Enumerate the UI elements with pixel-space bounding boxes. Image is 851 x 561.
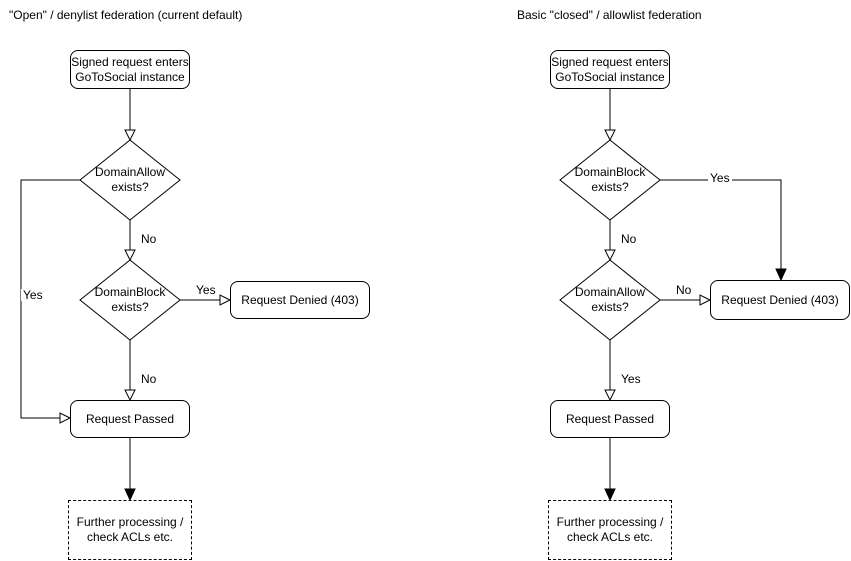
left-decision1-diamond <box>79 139 181 221</box>
right-edge-decision2-yes <box>604 340 616 402</box>
left-decision2-diamond <box>79 259 181 341</box>
right-edge-decision1-yes <box>660 179 787 282</box>
right-edge-decision1-no <box>604 220 616 262</box>
right-decision2-no-label: No <box>676 283 692 297</box>
right-edge-decision2-no <box>660 294 712 306</box>
right-further-node: Further processing / check ACLs etc. <box>548 500 672 560</box>
left-decision2-yes-label: Yes <box>196 283 216 297</box>
left-decision2-no-label: No <box>141 372 157 386</box>
left-edge-start-to-decision1 <box>124 89 136 142</box>
left-edge-decision2-yes <box>180 294 232 306</box>
right-decision2-diamond <box>559 259 661 341</box>
right-denied-node: Request Denied (403) <box>710 280 850 320</box>
left-decision1-no-label: No <box>141 232 157 246</box>
right-passed-node: Request Passed <box>550 400 670 438</box>
right-edge-start-to-decision1 <box>604 89 616 142</box>
left-passed-node: Request Passed <box>70 400 190 438</box>
right-start-node: Signed request enters GoToSocial instanc… <box>550 50 670 89</box>
left-edge-passed-to-further <box>124 438 136 502</box>
left-edge-decision2-no <box>124 340 136 402</box>
left-edge-decision1-no <box>124 220 136 262</box>
right-diagram-title: Basic "closed" / allowlist federation <box>517 8 702 22</box>
left-start-node: Signed request enters GoToSocial instanc… <box>70 50 190 89</box>
right-decision2-yes-label: Yes <box>621 372 641 386</box>
right-decision1-no-label: No <box>621 232 637 246</box>
right-decision1-yes-label: Yes <box>708 171 732 185</box>
right-decision1-diamond <box>559 139 661 221</box>
left-denied-node: Request Denied (403) <box>230 281 370 319</box>
left-diagram-title: "Open" / denylist federation (current de… <box>9 8 243 22</box>
left-further-node: Further processing / check ACLs etc. <box>68 500 192 560</box>
right-edge-passed-to-further <box>604 438 616 502</box>
left-decision1-yes-label: Yes <box>21 288 45 302</box>
